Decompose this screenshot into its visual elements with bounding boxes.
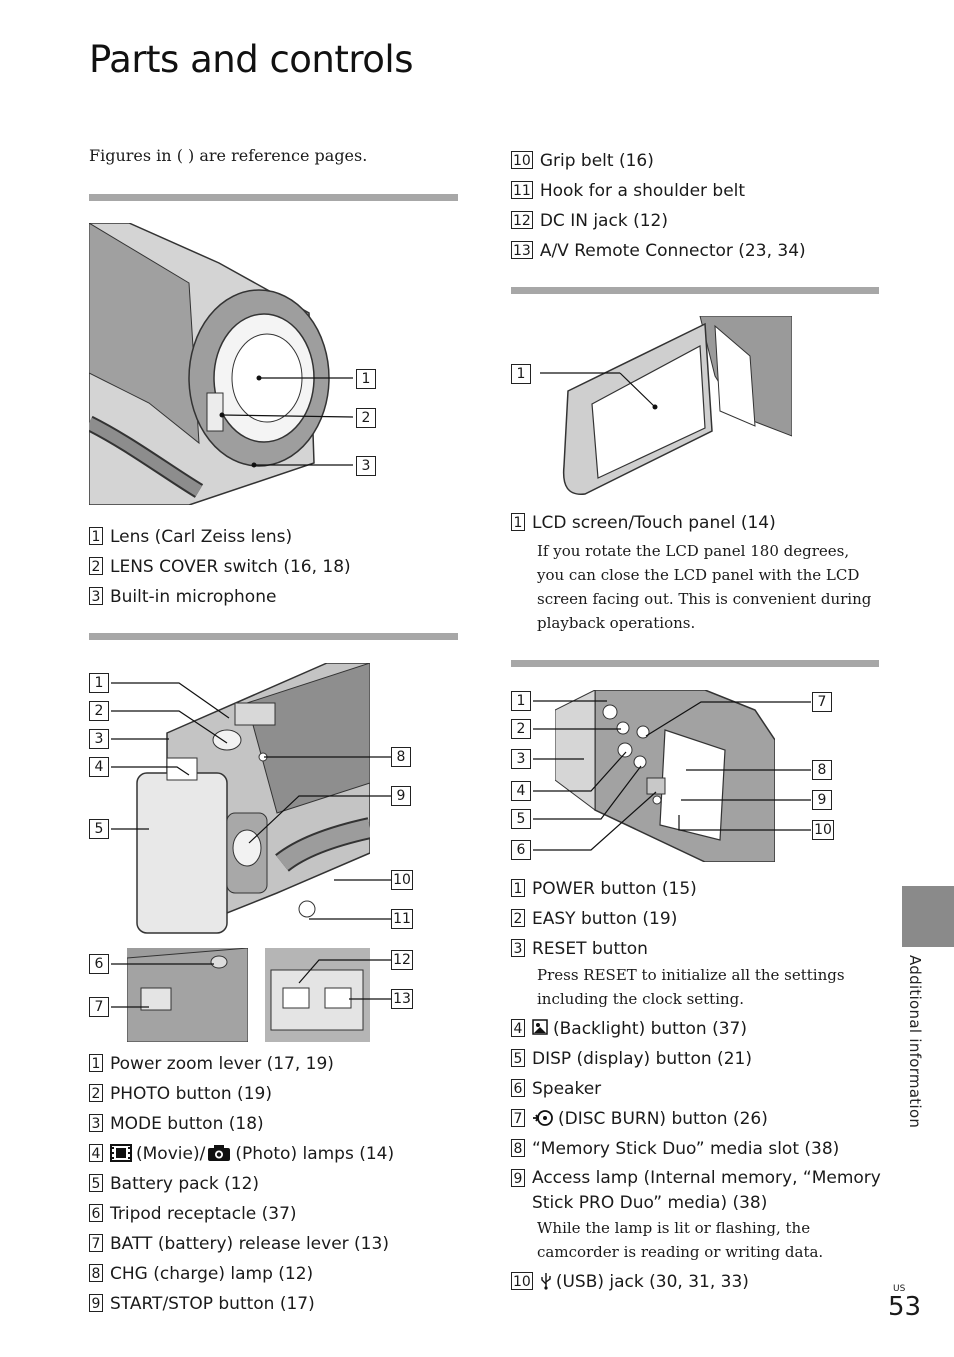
callout-3: 3 (356, 456, 376, 476)
section-rule (511, 660, 879, 667)
movie-icon (110, 1144, 132, 1162)
figure-bottom-right (265, 948, 370, 1042)
top-view-leader-lines (111, 682, 391, 1008)
access-note: While the lamp is lit or flashing, the c… (537, 1219, 824, 1261)
section-side-label: Additional information (906, 955, 924, 1129)
callout-5: 5 (511, 809, 531, 829)
page-number: 53 (888, 1292, 922, 1322)
list-item: 4 (Movie)/ (Photo) lamps (14) (89, 1144, 469, 1174)
usb-icon (540, 1272, 552, 1290)
callout-2: 2 (356, 408, 376, 428)
section-tab (902, 886, 954, 947)
disc-burn-icon (532, 1109, 554, 1127)
callout-1: 1 (511, 691, 531, 711)
callout-12: 12 (391, 950, 413, 970)
callout-7: 7 (89, 997, 109, 1017)
callout-2: 2 (89, 701, 109, 721)
callout-2: 2 (511, 719, 531, 739)
lcd-note: If you rotate the LCD panel 180 degrees,… (537, 542, 872, 632)
callout-10: 10 (812, 820, 834, 840)
page-title: Parts and controls (89, 38, 413, 81)
callout-10: 10 (391, 870, 413, 890)
callout-3: 3 (511, 749, 531, 769)
panel-leader-lines (533, 700, 811, 851)
callout-1: 1 (89, 673, 109, 693)
callout-9: 9 (812, 790, 832, 810)
figure-panel-buttons (555, 690, 775, 862)
callout-6: 6 (89, 954, 109, 974)
callout-11: 11 (391, 909, 413, 929)
section-rule (511, 287, 879, 294)
camera-icon (207, 1144, 231, 1162)
callout-3: 3 (89, 729, 109, 749)
callout-6: 6 (511, 840, 531, 860)
reference-note: Figures in ( ) are reference pages. (89, 146, 368, 165)
page-region: US (893, 1284, 906, 1294)
backlight-icon (532, 1019, 548, 1035)
list-item: 4 (Backlight) button (37) (511, 1019, 886, 1049)
callout-8: 8 (391, 747, 411, 767)
section-rule (89, 194, 458, 201)
callout-7: 7 (812, 692, 832, 712)
callout-4: 4 (89, 757, 109, 777)
figure-front-view (89, 223, 379, 505)
callout-9: 9 (391, 786, 411, 806)
callout-13: 13 (391, 989, 413, 1009)
list-item: 8“Memory Stick Duo” media slot (38) (511, 1139, 886, 1169)
callout-4: 4 (511, 781, 531, 801)
figure-lcd-panel (540, 316, 792, 497)
callout-8: 8 (812, 760, 832, 780)
reset-note: Press RESET to initialize all the settin… (537, 966, 845, 1008)
section-rule (89, 633, 458, 640)
list-item: 7 (DISC BURN) button (26) (511, 1109, 886, 1139)
callout-1: 1 (356, 369, 376, 389)
list-item: 10 (USB) jack (30, 31, 33) (511, 1272, 749, 1292)
figure-bottom-left (127, 948, 248, 1042)
callout-1: 1 (511, 364, 531, 384)
callout-5: 5 (89, 819, 109, 839)
figure-top-view (127, 663, 370, 941)
